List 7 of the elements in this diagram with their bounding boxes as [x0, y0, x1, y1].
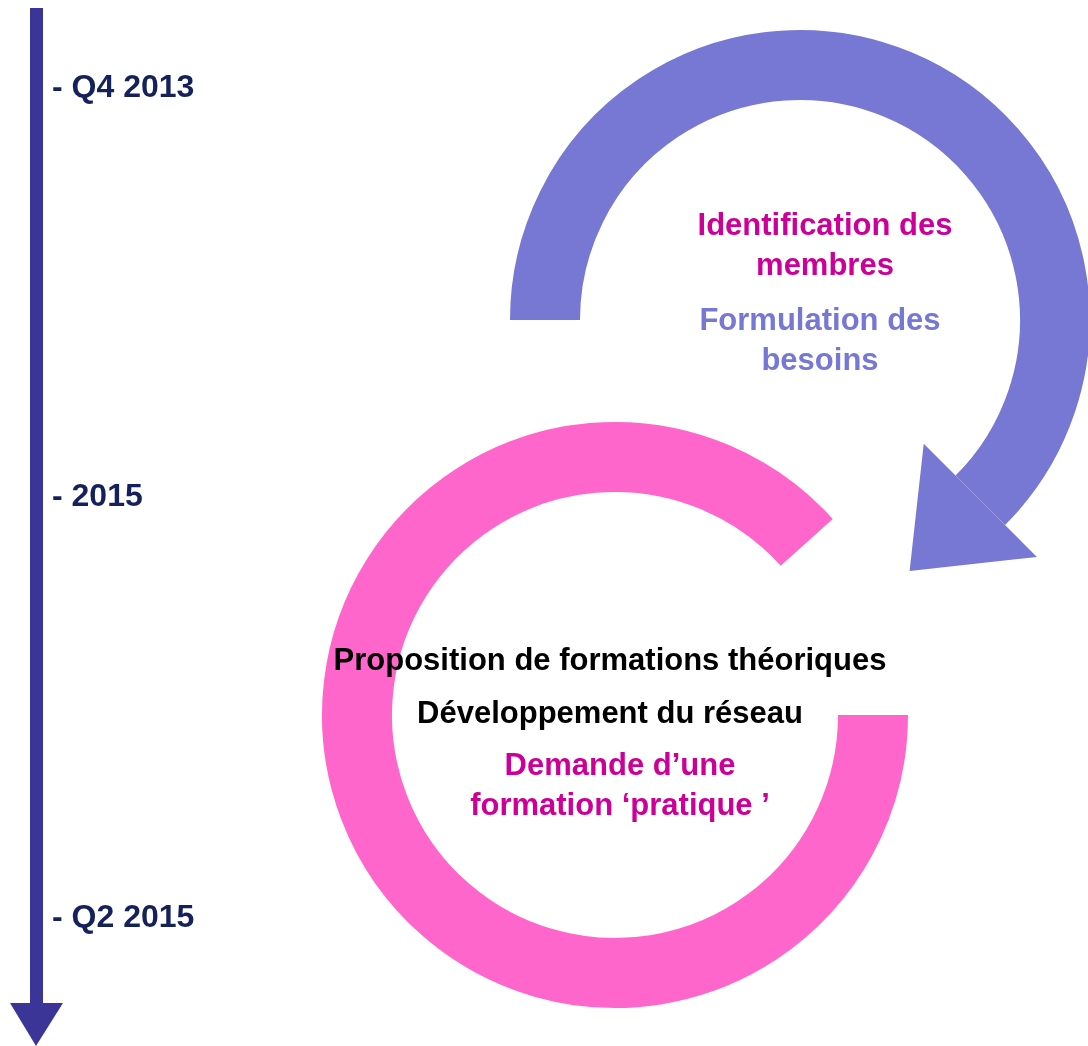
node-text: Identification des membres	[696, 206, 954, 284]
node-text: Demande d’une formation ‘pratique ’	[469, 746, 771, 824]
timeline-label: - Q4 2013	[52, 68, 195, 105]
node-text: Développement du réseau	[416, 694, 804, 732]
node-text: Formulation des besoins	[698, 301, 942, 379]
timeline-label: - 2015	[52, 477, 143, 514]
timeline-label: - Q2 2015	[52, 898, 195, 935]
